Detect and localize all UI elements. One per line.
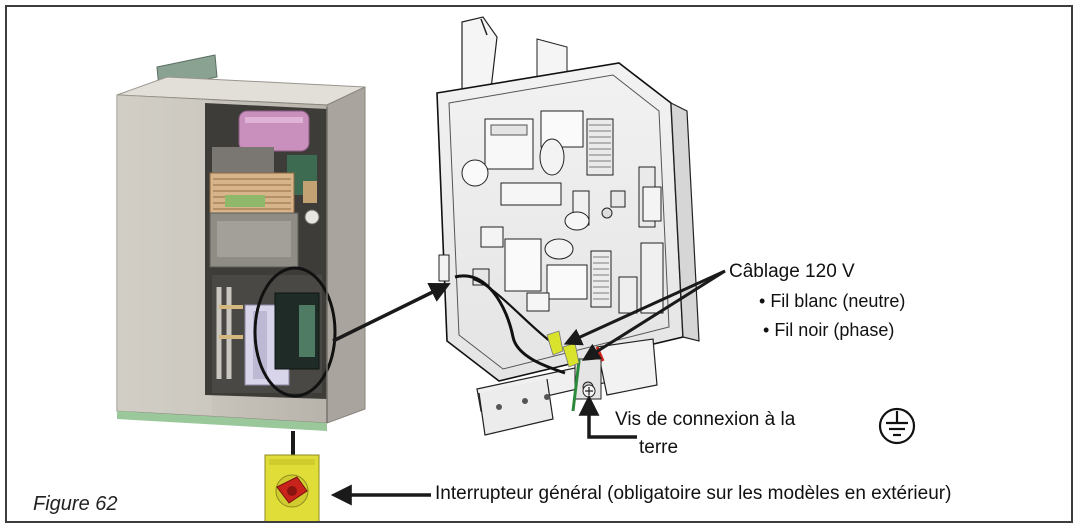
arrow-black-wire <box>581 269 726 361</box>
wiring-title-label: Câblage 120 V <box>729 261 855 282</box>
white-wire-label: Fil blanc (neutre) <box>759 291 905 312</box>
black-wire-label: Fil noir (phase) <box>763 320 894 341</box>
arrow-white-wire <box>563 269 726 346</box>
main-switch-label: Interrupteur général (obligatoire sur le… <box>435 483 952 504</box>
figure-frame: Câblage 120 V Fil blanc (neutre) Fil noi… <box>5 5 1073 523</box>
callout-arrows <box>330 269 726 506</box>
ground-screw-label-line1: Vis de connexion à la <box>615 409 796 430</box>
ground-screw-label-line2: terre <box>639 437 679 458</box>
control-board <box>436 16 700 436</box>
figure-label: Figure 62 <box>33 493 118 515</box>
ground-symbol-icon <box>878 407 916 445</box>
main-switch <box>264 454 320 521</box>
arrow-board-to-detail <box>332 282 451 343</box>
arrow-ground-screw <box>578 394 637 439</box>
water-heater-unit <box>116 54 366 431</box>
diagram-artwork <box>116 16 916 521</box>
